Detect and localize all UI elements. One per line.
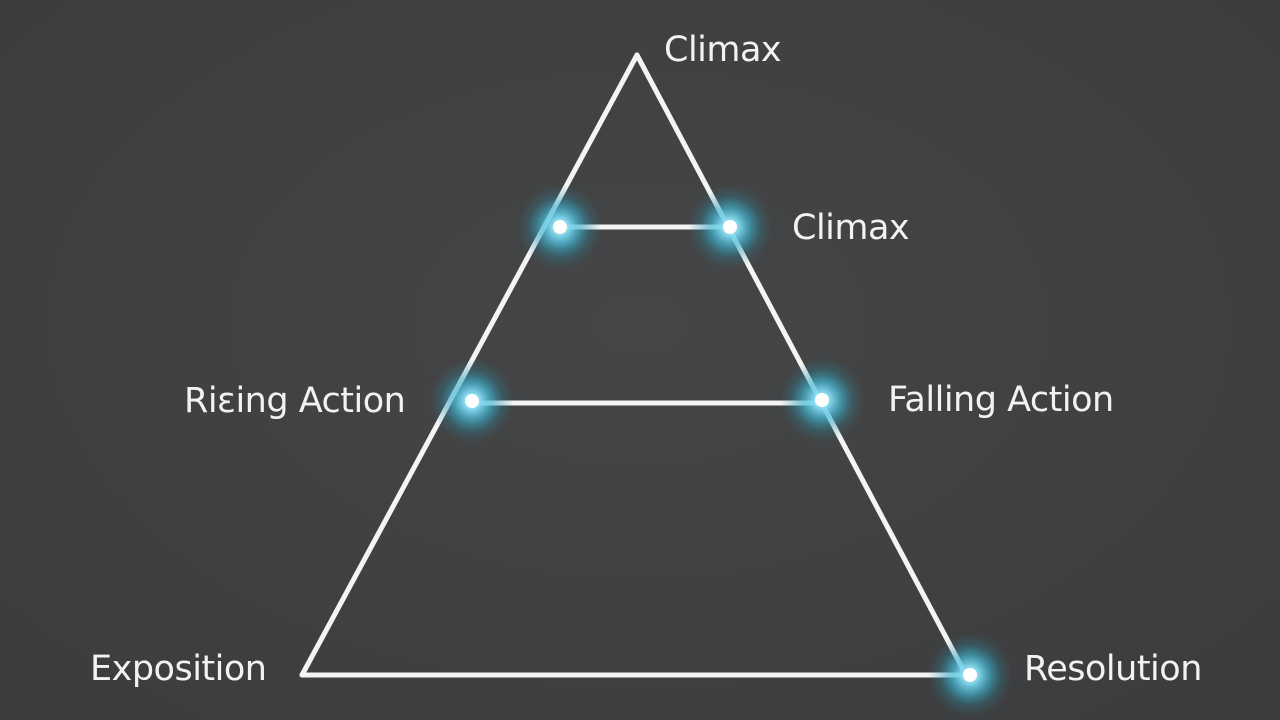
label-resolution: Resolution xyxy=(1024,649,1202,689)
node-rising-action xyxy=(430,359,514,443)
node-resolution xyxy=(928,633,1012,717)
node-upper-right xyxy=(688,185,772,269)
label-climax-top: Climax xyxy=(664,30,781,70)
label-climax-upper: Climax xyxy=(792,208,909,248)
label-rising-action: Riεing Action xyxy=(184,381,405,421)
node-falling-action xyxy=(780,358,864,442)
node-upper-left xyxy=(518,185,602,269)
label-exposition: Exposition xyxy=(90,649,266,689)
label-falling-action: Falling Action xyxy=(888,380,1114,420)
